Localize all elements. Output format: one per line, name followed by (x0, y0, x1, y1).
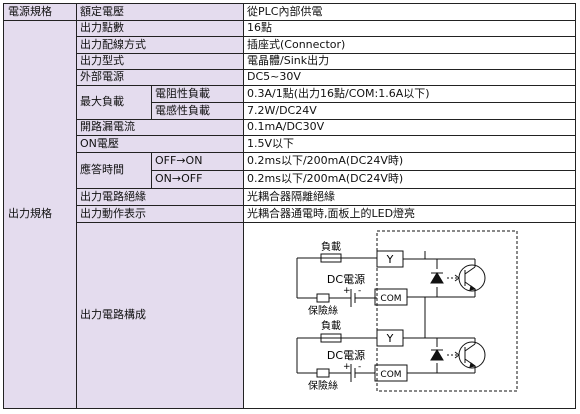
dc-source-label-lower: DC電源 (327, 348, 365, 362)
output-points-label: 出力點數 (80, 21, 124, 34)
wiring-method-label: 出力配線方式 (80, 37, 146, 51)
inductive-load-label: 電感性負載 (155, 103, 210, 117)
off-on-label: OFF→ON (155, 154, 203, 167)
on-off-value: 0.2ms以下/200mA(DC24V時) (247, 172, 404, 185)
insulation-label: 出力電路絕緣 (80, 189, 146, 203)
dc-source-label-upper: DC電源 (327, 272, 365, 286)
output-type-label: 出力型式 (80, 54, 124, 67)
minus-label-lower: - (358, 362, 361, 372)
plus-label-upper: + (343, 286, 351, 296)
off-on-value: 0.2ms以下/200mA(DC24V時) (247, 154, 404, 167)
leakage-current-value: 0.1mA/DC30V (247, 120, 325, 133)
on-voltage-label: ON電壓 (80, 136, 119, 150)
inductive-load-value: 7.2W/DC24V (247, 103, 317, 117)
output-spec-label: 出力規格 (8, 207, 52, 220)
resistive-load-value: 0.3A/1點(出力16點/COM:1.6A以下) (247, 86, 430, 100)
wiring-method-value: 插座式(Connector) (247, 37, 346, 51)
on-voltage-value: 1.5V以下 (247, 136, 295, 150)
plus-label-lower: + (343, 362, 351, 372)
y-terminal-lower: Y (386, 332, 394, 345)
table-border (3, 3, 576, 409)
y-terminal-upper: Y (386, 253, 394, 266)
output-points-value: 16點 (247, 21, 272, 34)
fuse-label-lower: 保險絲 (308, 379, 338, 392)
load-label-upper: 負載 (321, 241, 341, 253)
response-time-label: 應答時間 (80, 163, 124, 176)
external-power-value: DC5~30V (247, 70, 301, 83)
circuit-label: 出力電路構成 (80, 308, 146, 321)
on-off-label: ON→OFF (155, 172, 203, 185)
power-spec-label: 電源規格 (8, 5, 52, 18)
com-terminal-lower: COM (380, 370, 401, 380)
external-power-label: 外部電源 (80, 70, 124, 83)
rated-voltage-value: 從PLC內部供電 (247, 5, 323, 18)
max-load-label: 最大負載 (80, 95, 124, 108)
fuse-label-upper: 保險絲 (308, 304, 338, 317)
output-circuit-diagram: 負載 DC電源 + - 保險絲 Y COM 負載 DC電源 + - 保險絲 Y … (296, 230, 518, 392)
rated-voltage-label: 額定電壓 (80, 5, 124, 18)
load-label-lower: 負載 (321, 320, 341, 332)
resistive-load-label: 電阻性負載 (155, 86, 210, 100)
indication-label: 出力動作表示 (80, 206, 146, 220)
leakage-current-label: 開路漏電流 (80, 120, 135, 133)
indication-value: 光耦合器通電時,面板上的LED燈亮 (247, 206, 416, 220)
output-type-value: 電晶體/Sink出力 (247, 54, 330, 67)
com-terminal-upper: COM (380, 294, 401, 304)
minus-label-upper: - (358, 286, 361, 296)
insulation-value: 光耦合器隔離絕緣 (247, 189, 335, 203)
